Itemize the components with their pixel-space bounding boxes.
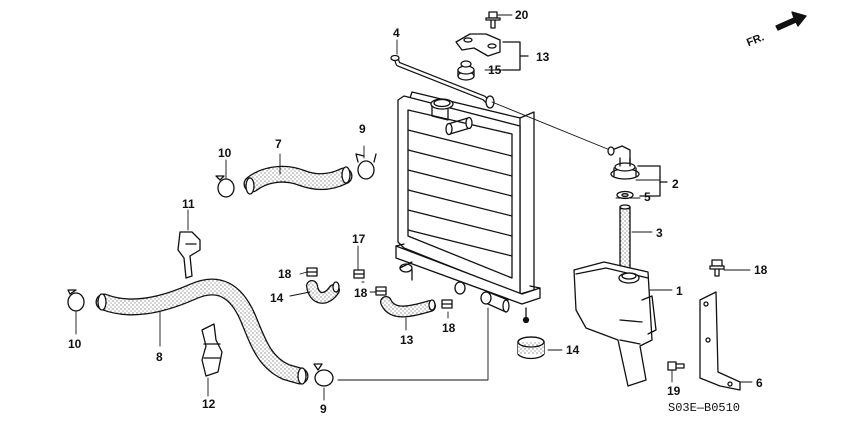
hose-clamp-9-upper — [355, 153, 377, 180]
callout-10-lower: 10 — [68, 337, 82, 351]
clip-18-c — [375, 286, 387, 296]
callout-17: 15 — [488, 63, 502, 77]
callout-1: 1 — [676, 284, 683, 298]
grommet-16 — [517, 336, 545, 360]
bracket-6 — [699, 291, 741, 391]
callout-16: 14 — [566, 343, 580, 357]
reservoir-tube — [619, 204, 631, 270]
washer — [616, 190, 634, 200]
callout-15: 13 — [536, 50, 550, 64]
callout-11: 11 — [182, 197, 195, 211]
hose-14 — [306, 280, 340, 304]
lower-hose — [95, 278, 309, 385]
clip-18-d — [441, 299, 453, 309]
callout-12: 12 — [202, 397, 216, 411]
clip-18-b — [353, 269, 365, 279]
callout-3: 3 — [656, 226, 663, 240]
reservoir-cap — [607, 145, 640, 180]
bolt-20 — [485, 11, 501, 29]
overflow-pipe — [390, 54, 495, 109]
bolt-19-lower — [667, 361, 685, 371]
clip-18-a — [306, 267, 318, 277]
callout-19-upper: 18 — [754, 263, 768, 277]
bolt-19-upper — [709, 259, 725, 277]
leader-lines — [75, 14, 753, 401]
callout-18-bottom: 18 — [442, 321, 456, 335]
callout-2: 2 — [672, 177, 679, 191]
callout-7: 7 — [275, 137, 282, 151]
callout-9-lower: 9 — [320, 402, 327, 416]
callout-19-lower: 19 — [667, 384, 681, 398]
callout-4: 4 — [393, 26, 400, 40]
callout-9-upper: 9 — [359, 122, 366, 136]
callout-18-left: 18 — [278, 267, 292, 281]
callout-20: 20 — [515, 8, 529, 22]
diagram-code: S03E—B0510 — [668, 401, 741, 415]
callout-18-top: 17 — [352, 232, 366, 246]
grommet-17 — [457, 60, 475, 81]
plate-15 — [455, 33, 501, 57]
callout-6: 6 — [756, 376, 763, 390]
hose-clamp-9-lower — [313, 363, 334, 387]
radiator — [395, 91, 541, 324]
hose-clamp-10-lower — [67, 289, 85, 312]
callout-18-mid: 18 — [354, 286, 368, 300]
hose-holder-11 — [177, 231, 201, 279]
callout-14: 14 — [270, 291, 284, 305]
upper-hose — [243, 165, 353, 195]
callout-8: 8 — [156, 350, 163, 364]
callout-13: 13 — [400, 333, 414, 347]
hose-clamp-10-upper — [215, 175, 235, 198]
hose-holder-12 — [201, 323, 223, 377]
callout-10-upper: 10 — [218, 146, 232, 160]
hose-13 — [380, 296, 436, 318]
reservoir-tank — [573, 261, 657, 387]
front-direction-arrow — [775, 11, 807, 31]
callout-5: 5 — [644, 190, 651, 204]
